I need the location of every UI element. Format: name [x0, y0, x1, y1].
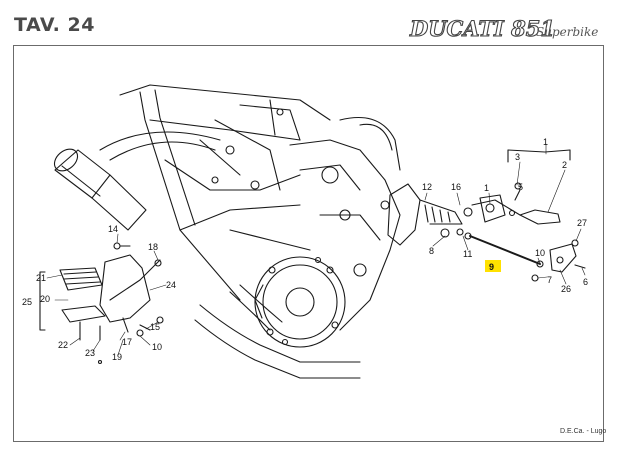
callout-7[interactable]: 7	[547, 275, 552, 285]
callout-21[interactable]: 21	[36, 273, 46, 283]
frame-tubes	[119, 84, 331, 301]
gear-shift-assembly	[440, 149, 586, 282]
exhaust-silencer	[53, 148, 147, 231]
logo-wordmark: DUCATI 851	[409, 16, 555, 41]
table-number: TAV. 24	[14, 14, 95, 36]
callout-20[interactable]: 20	[40, 294, 50, 304]
exhaust-pipes	[194, 284, 361, 379]
ducati-logo: DUCATI 851 Superbike	[408, 15, 598, 41]
callout-17[interactable]: 17	[122, 337, 132, 347]
callout-1b[interactable]: 1	[484, 183, 489, 193]
callout-5[interactable]: 5	[518, 182, 523, 192]
left-footrest-assembly	[39, 242, 164, 365]
callout-27[interactable]: 27	[577, 218, 587, 228]
callout-8[interactable]: 8	[429, 246, 434, 256]
clutch-cover	[254, 256, 346, 348]
drawing-credit: D.E.Ca. - Lugo	[560, 428, 607, 435]
callout-24[interactable]: 24	[166, 280, 176, 290]
callout-19[interactable]: 19	[112, 352, 122, 362]
callout-15[interactable]: 15	[150, 322, 160, 332]
callout-12[interactable]: 12	[422, 182, 432, 192]
callout-9[interactable]: 9	[489, 262, 494, 272]
callout-16[interactable]: 16	[451, 182, 461, 192]
callout-14[interactable]: 14	[108, 224, 118, 234]
callout-22[interactable]: 22	[58, 340, 68, 350]
callout-10-left[interactable]: 10	[152, 342, 162, 352]
callout-25[interactable]: 25	[22, 297, 32, 307]
callout-2[interactable]: 2	[562, 160, 567, 170]
callout-11[interactable]: 11	[463, 249, 472, 259]
callout-23[interactable]: 23	[85, 348, 95, 358]
right-footrest-12	[387, 183, 473, 246]
callout-18[interactable]: 18	[148, 242, 158, 252]
logo-subtext: Superbike	[536, 25, 598, 39]
callout-26[interactable]: 26	[561, 284, 571, 294]
diagram-frame	[13, 45, 604, 442]
leader-lines	[46, 143, 586, 356]
callout-1[interactable]: 1	[543, 137, 548, 147]
callout-3[interactable]: 3	[515, 152, 520, 162]
callout-6[interactable]: 6	[583, 277, 588, 287]
callout-10-right[interactable]: 10	[535, 248, 545, 258]
highlight-part-9	[485, 260, 501, 272]
